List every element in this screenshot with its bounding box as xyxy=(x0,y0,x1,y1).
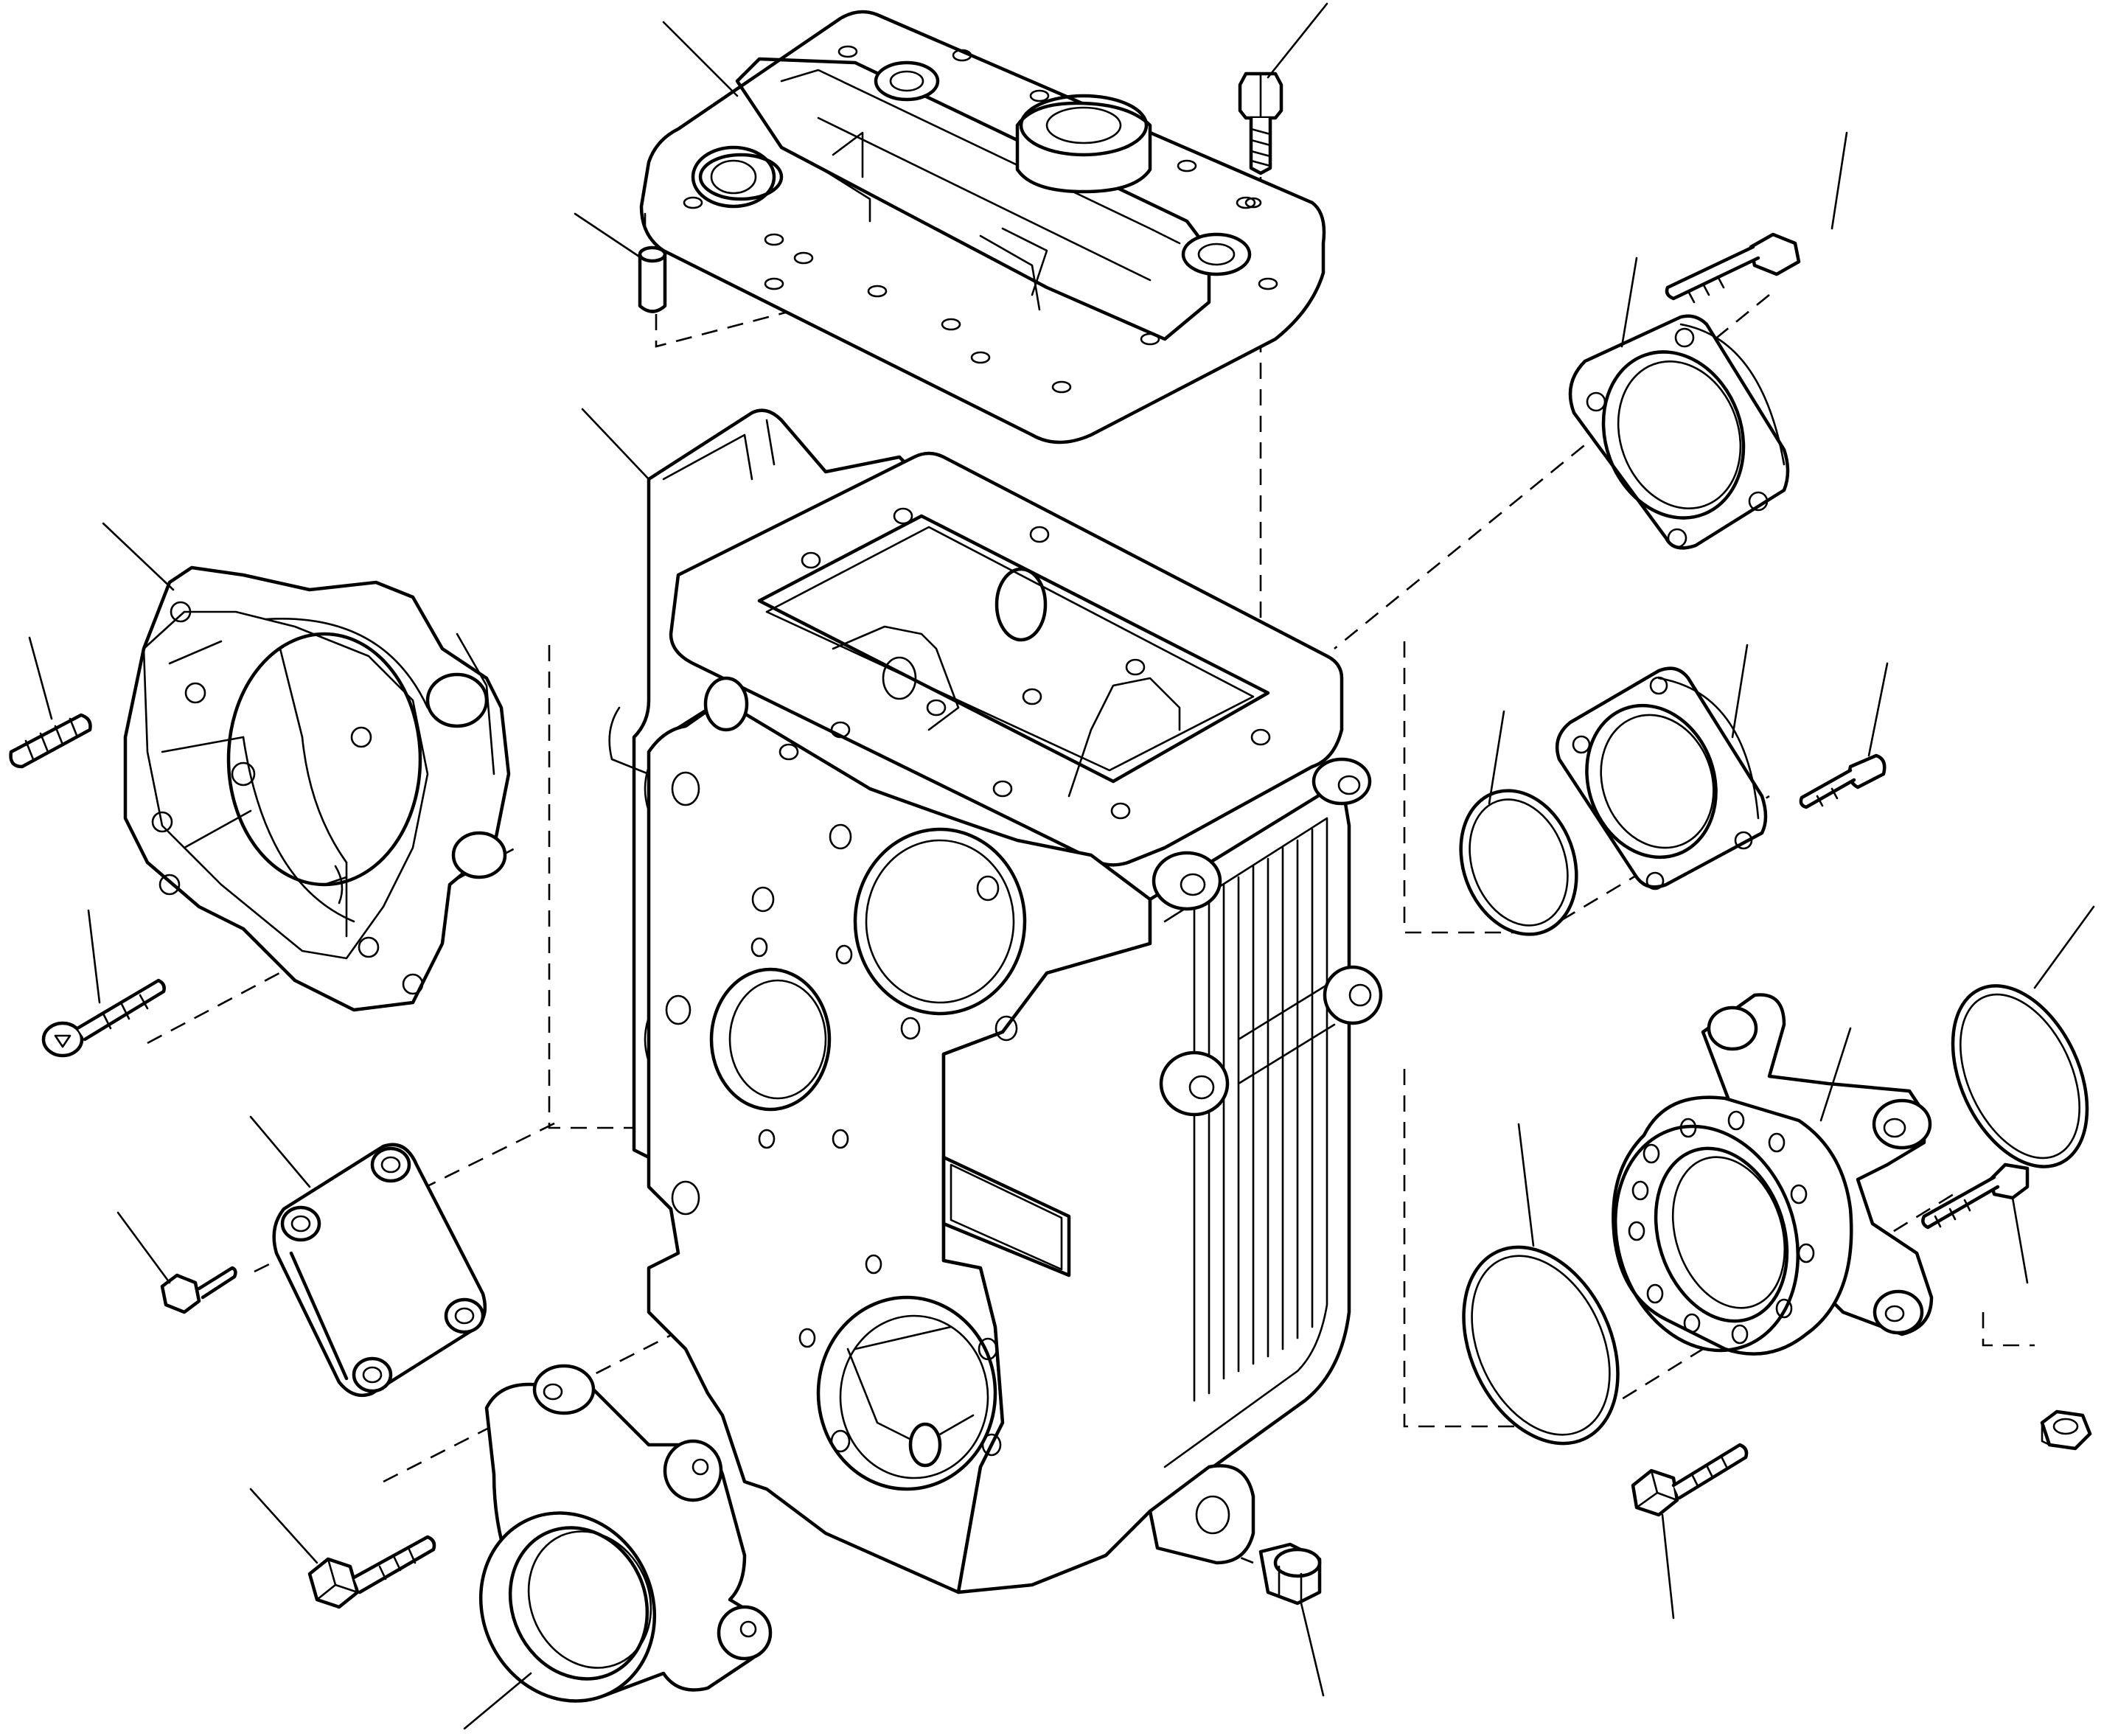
leader-o-ring-small xyxy=(1488,710,1505,805)
o-ring-small xyxy=(1459,789,1578,936)
left-cap-screw xyxy=(41,978,166,1058)
leader-left-stud xyxy=(28,636,53,720)
cover-bolt-holes xyxy=(683,45,1278,394)
access-cover-plate xyxy=(272,1143,487,1398)
leader-middle-flange xyxy=(1731,644,1749,739)
leader-upper-flange xyxy=(1620,257,1638,348)
leader-drain-plug xyxy=(1300,1602,1325,1697)
leader-bracket-bolt xyxy=(2011,1196,2029,1284)
leader-lines xyxy=(28,2,2095,1730)
lower-bearing-cap xyxy=(478,1364,773,1703)
small-hex-bolt xyxy=(160,1266,237,1314)
lower-hex-bolt xyxy=(307,1535,436,1609)
o-ring-large-right xyxy=(1951,984,2089,1168)
bell-housing-bolt-holes xyxy=(151,601,424,995)
bracket-hex-bolt xyxy=(1921,1162,2030,1230)
hex-nut xyxy=(2040,1409,2092,1451)
leader-o-ring-right xyxy=(2033,905,2095,989)
dowel-pin xyxy=(638,245,667,313)
leader-lower-bolt xyxy=(249,1488,318,1564)
upper-right-cap-screw xyxy=(1665,232,1801,304)
middle-bearing-flange xyxy=(1555,666,1768,890)
drain-plug xyxy=(1258,1542,1322,1606)
housing-bolt-holes xyxy=(665,507,1271,1457)
leader-housing xyxy=(581,408,650,481)
upper-flange-bolt-holes xyxy=(1586,327,1769,548)
dash-line-bell-left xyxy=(548,645,663,1129)
leader-o-ring-lower xyxy=(1517,1123,1535,1247)
leader-top-cover xyxy=(662,21,739,97)
left-stud xyxy=(9,713,92,769)
leader-dowel xyxy=(574,212,643,259)
transmission-housing xyxy=(608,408,1383,1594)
middle-right-cap-screw xyxy=(1799,753,1887,809)
middle-flange-bolt-holes xyxy=(1572,676,1753,890)
leader-middle-screw xyxy=(1867,662,1889,757)
leader-small-bolt xyxy=(116,1211,171,1284)
top-cover-plate xyxy=(639,10,1326,445)
leader-left-cap-screw xyxy=(87,909,101,1004)
o-ring-large-lower xyxy=(1462,1245,1620,1446)
leader-bearing-cap xyxy=(463,1672,532,1730)
rear-bearing-flange-upper xyxy=(1568,314,1790,550)
lower-right-hex-bolt xyxy=(1631,1443,1749,1517)
leader-cover-plate xyxy=(249,1115,311,1188)
leader-lower-right-bolt xyxy=(1661,1513,1675,1620)
dash-line-nut xyxy=(1982,1312,2035,1347)
leader-top-bolt xyxy=(1267,2,1328,79)
top-hex-bolt xyxy=(1238,72,1283,175)
support-bracket-housing xyxy=(1612,993,1934,1356)
leader-upper-screw xyxy=(1830,131,1848,230)
front-bell-housing xyxy=(123,565,511,1012)
leader-bell-housing xyxy=(102,522,175,591)
bracket-bolt-holes xyxy=(1628,1110,1815,1345)
leader-bracket xyxy=(1819,1027,1852,1122)
